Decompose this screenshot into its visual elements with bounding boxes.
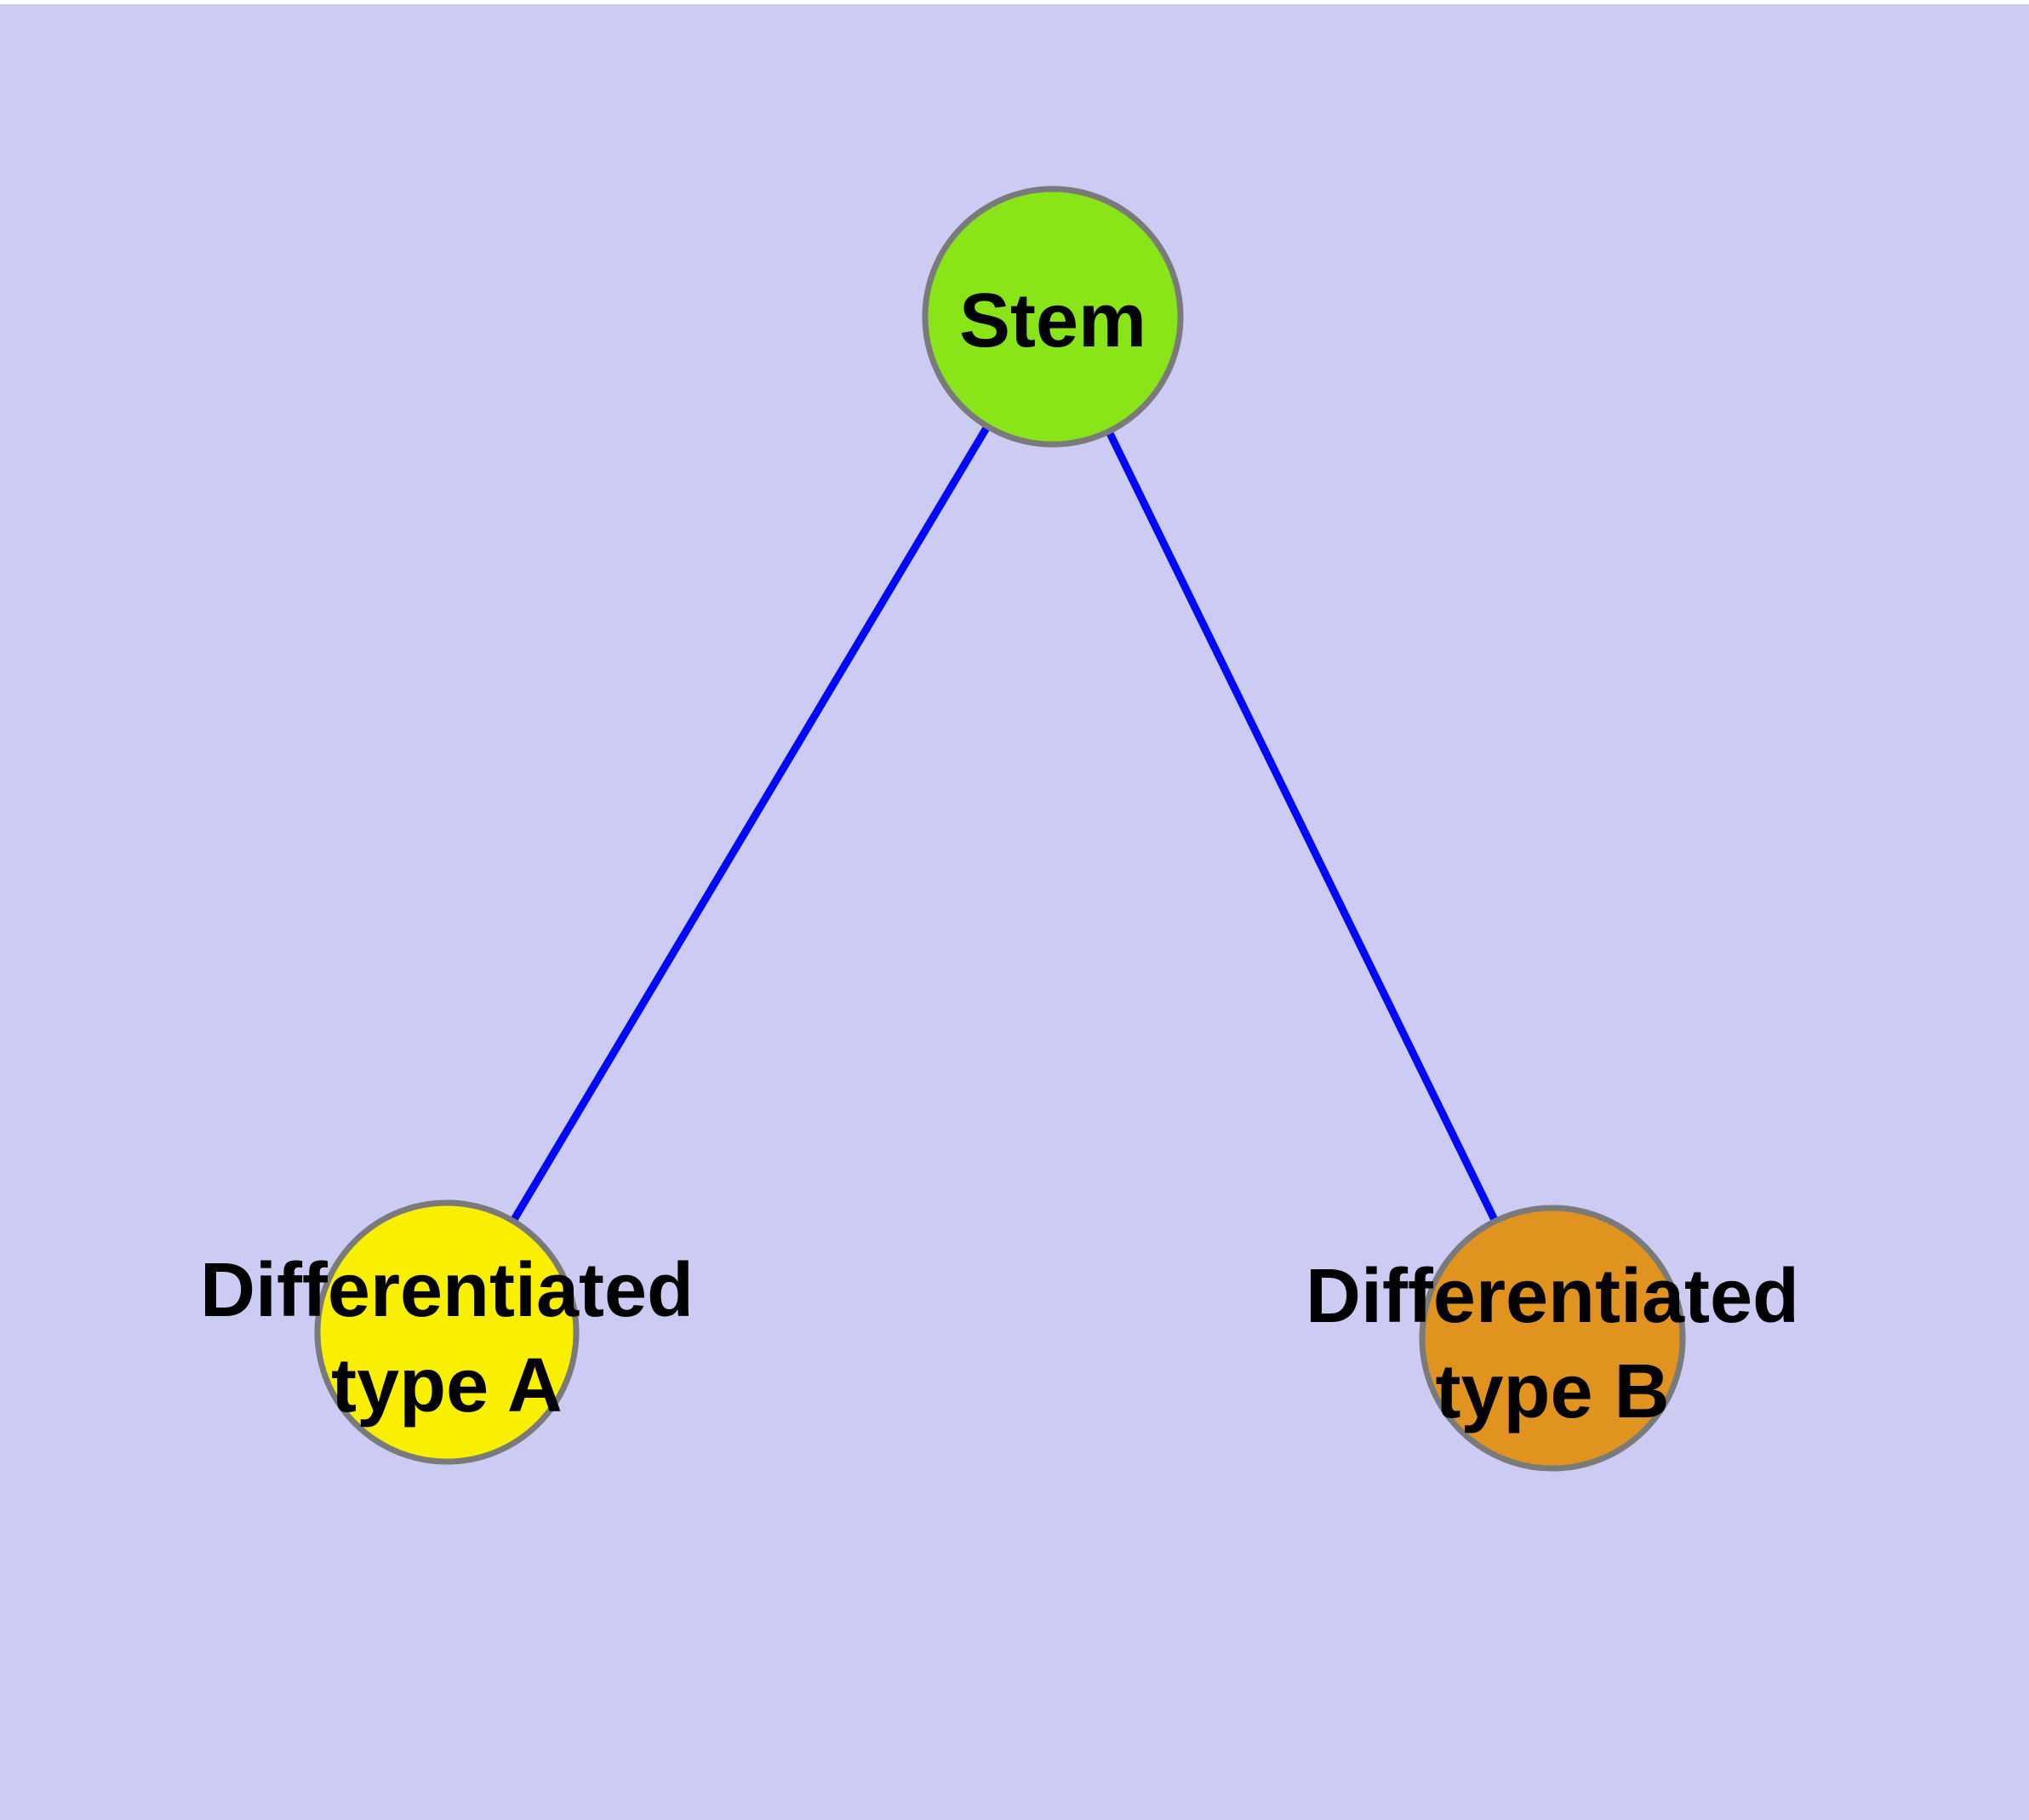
node-differentiated-type-b-label-line2: type B [1435,1349,1669,1434]
node-stem-label: Stem [959,278,1146,363]
node-differentiated-type-a[interactable] [314,1199,580,1465]
node-differentiated-type-b-label-line1: Differentiated [1306,1254,1799,1339]
edge-stem-to-type-b[interactable] [1049,315,1557,1340]
node-differentiated-type-b[interactable] [1419,1205,1686,1472]
edge-stem-to-type-a[interactable] [443,314,1056,1335]
node-differentiated-type-a-label-line1: Differentiated [200,1248,694,1333]
node-differentiated-type-a-label-line2: type A [331,1343,563,1428]
node-stem[interactable] [922,186,1184,448]
canvas-top-edge [0,0,2029,4]
